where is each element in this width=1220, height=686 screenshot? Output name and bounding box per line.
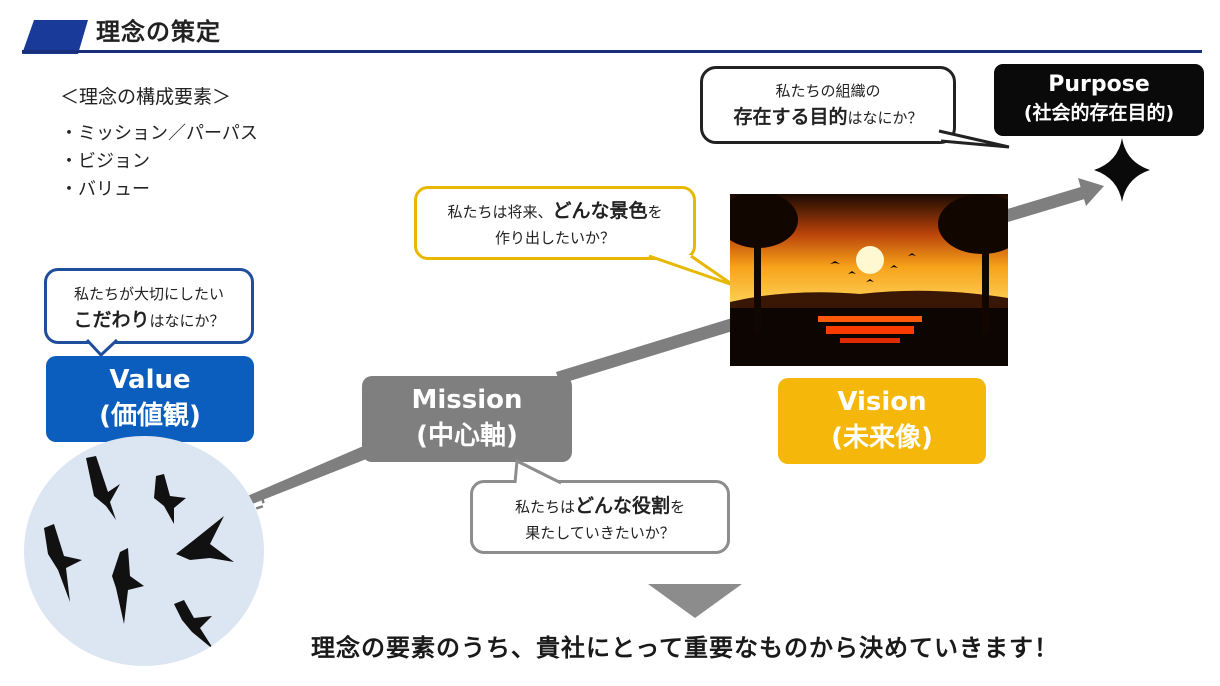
vision-box: Vision (未来像) — [778, 378, 986, 464]
purpose-question-line1: 私たちの組織の — [775, 82, 881, 100]
conclusion-text: 理念の要素のうち、貴社にとって重要なものから決めていきます！ — [310, 634, 1060, 662]
vision-question-line2: 作り出したいか？ — [494, 229, 615, 247]
value-title: Value — [109, 365, 191, 395]
page-title: 理念の策定 — [96, 18, 221, 46]
bubble-tail — [648, 254, 734, 287]
header-accent-bar — [22, 20, 88, 54]
sunset-image — [730, 194, 1008, 366]
components-heading: ＜理念の構成要素＞ — [60, 86, 232, 108]
down-arrow-icon — [648, 584, 742, 618]
value-box: Value (価値観) — [46, 356, 254, 442]
vision-question-bubble: 私たちは将来、どんな景色を 作り出したいか？ — [414, 186, 734, 287]
purpose-question-bubble: 私たちの組織の 存在する目的はなにか？ — [700, 66, 1010, 149]
list-item: ・バリュー — [60, 179, 150, 200]
purpose-box: Purpose (社会的存在目的) — [994, 64, 1204, 136]
bubble-tail — [513, 458, 562, 485]
vision-subtitle: (未来像) — [831, 423, 933, 453]
value-subtitle: (価値観) — [99, 401, 201, 431]
mission-question-line1: 私たちはどんな役割を — [514, 495, 686, 517]
purpose-subtitle: (社会的存在目的) — [1023, 102, 1175, 124]
list-item: ・ミッション／パーパス — [60, 123, 258, 144]
header-divider — [22, 50, 1202, 53]
value-question-line2: こだわりはなにか？ — [73, 309, 225, 331]
components-list: ・ミッション／パーパス ・ビジョン ・バリュー — [60, 120, 258, 204]
mission-question-line2: 果たしていきたいか？ — [525, 524, 675, 542]
vision-title: Vision — [837, 387, 927, 417]
purpose-title: Purpose — [1048, 72, 1150, 97]
bubble-tail — [938, 129, 1010, 149]
vision-question-line1: 私たちは将来、どんな景色を — [447, 200, 663, 222]
mission-box: Mission (中心軸) — [362, 376, 572, 462]
value-question-bubble: 私たちが大切にしたい こだわりはなにか？ — [44, 268, 254, 358]
bubble-tail — [85, 338, 119, 358]
mission-subtitle: (中心軸) — [416, 421, 518, 451]
purpose-question-line2: 存在する目的はなにか？ — [733, 106, 923, 128]
list-item: ・ビジョン — [60, 151, 150, 172]
mission-question-bubble: 私たちはどんな役割を 果たしていきたいか？ — [470, 458, 730, 554]
birds-icon — [44, 456, 234, 650]
star-icon — [1094, 138, 1150, 202]
birds-illustration — [24, 436, 264, 666]
value-question-line1: 私たちが大切にしたい — [73, 285, 224, 303]
mission-title: Mission — [411, 385, 523, 415]
